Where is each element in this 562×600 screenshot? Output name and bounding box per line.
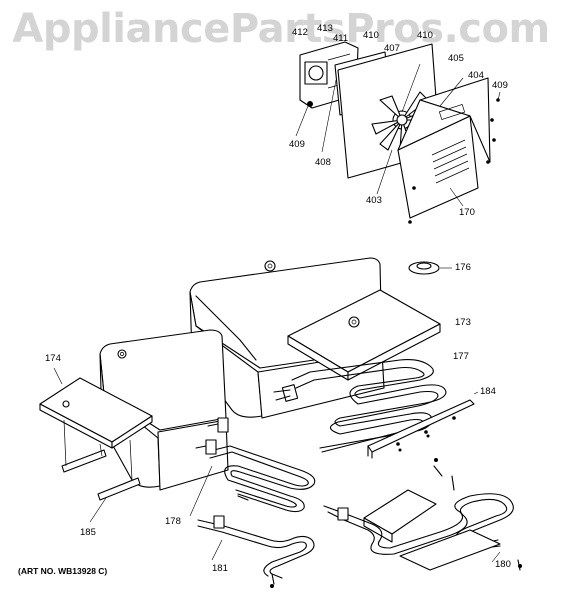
callout-410: 410 bbox=[363, 30, 379, 41]
callout-413: 413 bbox=[317, 23, 333, 34]
callout-174: 174 bbox=[45, 353, 61, 364]
callout-185: 185 bbox=[80, 527, 96, 538]
callout-409-left: 409 bbox=[289, 139, 305, 150]
callout-404: 404 bbox=[468, 70, 484, 81]
bake-element bbox=[189, 417, 316, 517]
callout-407: 407 bbox=[384, 43, 400, 54]
gasket bbox=[408, 261, 452, 275]
loose-screws bbox=[270, 434, 522, 588]
callout-180: 180 bbox=[495, 559, 511, 570]
callout-409-right: 409 bbox=[492, 80, 508, 91]
callout-412: 412 bbox=[292, 27, 308, 38]
callout-408: 408 bbox=[315, 157, 331, 168]
callout-176: 176 bbox=[455, 262, 471, 273]
callout-173: 173 bbox=[455, 317, 471, 328]
callout-403: 403 bbox=[366, 195, 382, 206]
element-bracket bbox=[367, 391, 479, 459]
art-number: (ART NO. WB13928 C) bbox=[18, 566, 108, 576]
oven-shelf bbox=[39, 367, 153, 449]
callout-170: 170 bbox=[459, 207, 475, 218]
lower-element bbox=[197, 515, 315, 585]
broil-element-assembly bbox=[323, 465, 521, 571]
callout-405: 405 bbox=[448, 53, 464, 64]
callout-181: 181 bbox=[212, 563, 228, 574]
cover-screws bbox=[307, 98, 500, 224]
callout-178: 178 bbox=[165, 516, 181, 527]
leader-lines-top bbox=[295, 63, 501, 207]
callout-184: 184 bbox=[480, 386, 496, 397]
watermark: AppliancePartsPros.com bbox=[12, 6, 550, 52]
callout-410b: 410 bbox=[417, 30, 433, 41]
callout-411: 411 bbox=[333, 33, 349, 44]
callout-177: 177 bbox=[453, 351, 469, 362]
fan-cover bbox=[397, 77, 491, 219]
shelf-supports bbox=[61, 419, 141, 523]
